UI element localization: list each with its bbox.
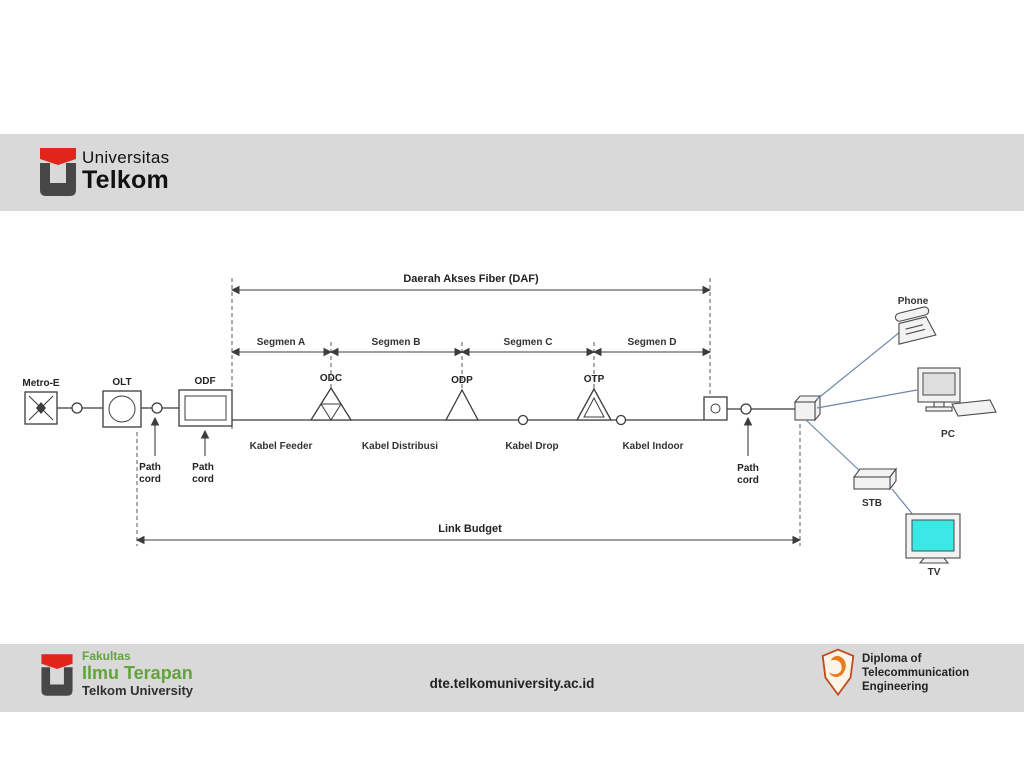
tv-icon bbox=[905, 513, 961, 564]
otp-inner-triangle bbox=[583, 396, 605, 418]
diploma-line2: Telecommunication bbox=[862, 667, 970, 679]
metro-e-label: Metro-E bbox=[22, 378, 60, 389]
kabel-feeder-label: Kabel Feeder bbox=[250, 441, 313, 452]
shield-swirl bbox=[829, 655, 846, 677]
university-name-line2: Telkom bbox=[82, 166, 169, 194]
roset-port-circle bbox=[710, 403, 721, 414]
path-cord-label: cord bbox=[737, 475, 759, 486]
pc-screen bbox=[922, 372, 956, 396]
logo-u-shape bbox=[41, 667, 73, 696]
olt-port-circle bbox=[108, 395, 136, 423]
faculty-line3: Telkom University bbox=[82, 683, 194, 698]
connector-circle bbox=[71, 402, 83, 414]
odc-label: ODC bbox=[320, 373, 342, 384]
logo-flag-shape bbox=[41, 654, 73, 669]
phone-handset bbox=[894, 306, 930, 322]
pc-label: PC bbox=[941, 429, 955, 440]
odc-truss-2 bbox=[320, 403, 332, 421]
kabel-distribusi-label: Kabel Distribusi bbox=[362, 441, 438, 452]
wire-stb-to-tv bbox=[891, 488, 915, 517]
odp-node bbox=[444, 388, 480, 421]
tv-label: TV bbox=[928, 567, 941, 578]
phone-label: Phone bbox=[898, 296, 929, 307]
pc-base bbox=[925, 406, 953, 412]
tv-stand bbox=[918, 557, 950, 564]
path-cord-label: Path bbox=[139, 462, 161, 473]
path-cord-label: cord bbox=[192, 474, 214, 485]
splice-circle bbox=[615, 414, 627, 426]
pc-keyboard bbox=[951, 399, 997, 417]
university-name: Universitas Telkom bbox=[82, 148, 169, 193]
segment-a-label: Segmen A bbox=[257, 337, 306, 348]
odf-label: ODF bbox=[194, 376, 215, 387]
phone-keys bbox=[905, 328, 926, 335]
connector-circle bbox=[151, 402, 163, 414]
kabel-drop-label: Kabel Drop bbox=[505, 441, 558, 452]
odf-node bbox=[178, 389, 233, 427]
splitter-node bbox=[794, 401, 816, 421]
stb-top bbox=[852, 468, 898, 478]
phone-body bbox=[898, 316, 937, 345]
logo-flag-shape bbox=[40, 148, 76, 165]
diploma-line3: Engineering bbox=[862, 681, 929, 693]
pc-icon bbox=[917, 367, 997, 417]
telkom-university-logo bbox=[40, 148, 76, 196]
olt-label: OLT bbox=[112, 377, 131, 388]
otp-node bbox=[575, 387, 613, 421]
segment-c-label: Segmen C bbox=[504, 337, 553, 348]
phone-keys bbox=[905, 324, 924, 330]
faculty-line1: Fakultas bbox=[82, 649, 131, 663]
pc-stand bbox=[933, 401, 945, 408]
path-cord-label: Path bbox=[192, 462, 214, 473]
metro-e-center-dot bbox=[36, 402, 46, 414]
odf-inner-rect bbox=[184, 395, 227, 421]
segment-b-label: Segmen B bbox=[372, 337, 421, 348]
connector-circle bbox=[740, 403, 752, 415]
diploma-line1: Diploma of bbox=[862, 653, 922, 665]
stb-label: STB bbox=[862, 498, 882, 509]
faculty-name: Fakultas Ilmu Terapan Telkom University bbox=[82, 649, 194, 699]
odp-label: ODP bbox=[451, 375, 473, 386]
otp-label: OTP bbox=[584, 374, 605, 385]
header-band bbox=[0, 134, 1024, 211]
wire-to-phone bbox=[815, 331, 901, 401]
website-url: dte.telkomuniversity.ac.id bbox=[429, 676, 595, 691]
roset-node bbox=[703, 396, 728, 421]
stb-icon bbox=[852, 467, 898, 491]
segment-d-label: Segmen D bbox=[628, 337, 677, 348]
stb-front bbox=[853, 476, 891, 490]
wire-to-pc bbox=[816, 389, 918, 409]
dte-shield-logo bbox=[821, 648, 855, 697]
logo-u-shape bbox=[40, 163, 76, 196]
university-name-line1: Universitas bbox=[82, 148, 170, 167]
path-cord-label: Path bbox=[737, 463, 759, 474]
phone-icon bbox=[894, 306, 937, 345]
odc-truss-3 bbox=[330, 403, 342, 421]
path-cord-label: cord bbox=[139, 474, 161, 485]
tv-screen bbox=[911, 519, 955, 552]
link-budget-label: Link Budget bbox=[438, 523, 502, 535]
diploma-title: Diploma of Telecommunication Engineering bbox=[862, 652, 969, 694]
shield-outline bbox=[821, 648, 855, 697]
wire-to-stb bbox=[805, 419, 863, 474]
splice-circle bbox=[517, 414, 529, 426]
daf-label: Daerah Akses Fiber (DAF) bbox=[403, 273, 539, 285]
kabel-indoor-label: Kabel Indoor bbox=[622, 441, 683, 452]
faculty-logo bbox=[41, 654, 73, 696]
faculty-line2: Ilmu Terapan bbox=[82, 663, 193, 683]
